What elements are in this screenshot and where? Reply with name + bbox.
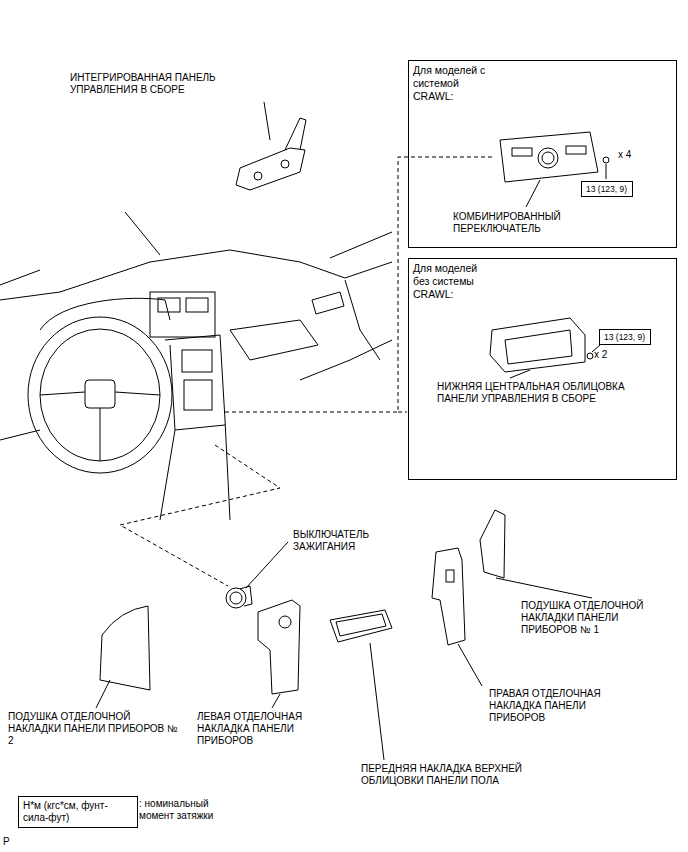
legend-note: : номинальный момент затяжки: [139, 798, 239, 822]
variant-frame: Для моделей без системы CRAWL: x 2 НИЖНЯЯ …: [408, 258, 677, 480]
variant-heading: Для моделей с системой CRAWL:: [413, 64, 491, 103]
part-label: ЛЕВАЯ ОТДЕЛОЧНАЯ НАКЛАДКА ПАНЕЛИ ПРИБОРО…: [197, 711, 317, 747]
torque-box: 13 (123, 9): [581, 181, 633, 197]
torque-value: 13 (123, 9): [604, 332, 646, 342]
legend-text: Н*м (кгс*см, фунт-сила-фут): [23, 800, 133, 824]
part-name: НИЖНЯЯ ЦЕНТРАЛЬНАЯ ОБЛИЦОВКА ПАНЕЛИ УПРА…: [437, 381, 629, 405]
torque-box: 13 (123, 9): [599, 329, 651, 345]
page-code: P: [3, 836, 23, 848]
part-label: ВЫКЛЮЧАТЕЛЬ ЗАЖИГАНИЯ: [293, 529, 393, 553]
part-label: ИНТЕГРИРОВАННАЯ ПАНЕЛЬ УПРАВЛЕНИЯ В СБОР…: [70, 72, 230, 96]
part-label: ПОДУШКА ОТДЕЛОЧНОЙ НАКЛАДКИ ПАНЕЛИ ПРИБО…: [521, 600, 671, 636]
legend-box: Н*м (кгс*см, фунт-сила-фут): [18, 796, 138, 828]
part-label: ПРАВАЯ ОТДЕЛОЧНАЯ НАКЛАДКА ПАНЕЛИ ПРИБОР…: [489, 688, 619, 724]
part-name: КОМБИНИРОВАННЫЙ ПЕРЕКЛЮЧАТЕЛЬ: [453, 211, 593, 235]
variant-frame: Для моделей с системой CRAWL: x 4 КОМБИНИР…: [408, 60, 677, 248]
part-label: ПОДУШКА ОТДЕЛОЧНОЙ НАКЛАДКИ ПАНЕЛИ ПРИБО…: [8, 711, 183, 747]
quantity-label: x 2: [594, 349, 624, 361]
torque-value: 13 (123, 9): [586, 184, 628, 194]
quantity-label: x 4: [618, 149, 648, 161]
variant-heading: Для моделей без системы CRAWL:: [413, 262, 491, 301]
part-label: ПЕРЕДНЯЯ НАКЛАДКА ВЕРХНЕЙ ОБЛИЦОВКИ ПАНЕ…: [361, 763, 556, 787]
